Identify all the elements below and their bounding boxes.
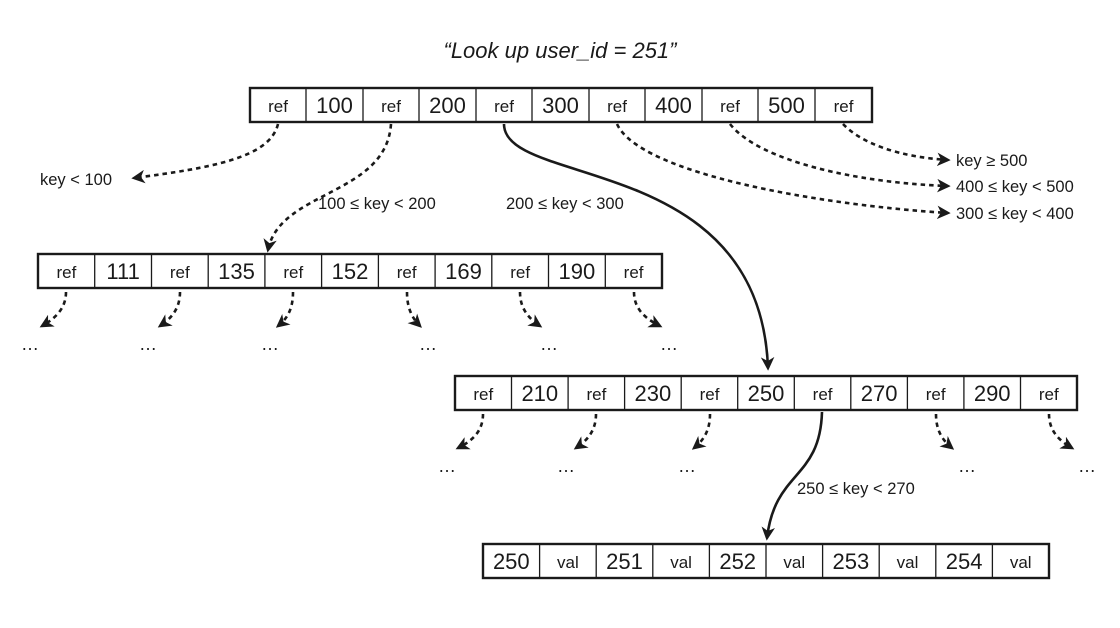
pointer-arrow-child xyxy=(405,291,422,328)
ellipsis-marker: … xyxy=(540,334,558,354)
pointer-arrow-child xyxy=(455,413,485,450)
node1-cell-key: 152 xyxy=(332,259,369,284)
node-200-300: ref 210 ref 230 ref 250 ref 270 ref 290 … xyxy=(453,374,1079,412)
root-cell-key: 500 xyxy=(768,93,805,118)
leaf-cell-key: 253 xyxy=(833,549,870,574)
range-key-ge-500: key ≥ 500 xyxy=(956,152,1027,170)
node2-cell-ref: ref xyxy=(1039,385,1059,404)
pointer-arrow-200-300-lookup xyxy=(502,123,775,371)
pointer-arrow-child xyxy=(39,291,68,328)
range-400-500: 400 ≤ key < 500 xyxy=(956,178,1074,196)
pointer-arrow-child xyxy=(1047,413,1075,450)
leaf-cell-key: 254 xyxy=(946,549,983,574)
ellipsis-marker: … xyxy=(958,456,976,476)
pointer-arrow-child xyxy=(632,291,663,328)
ellipsis-marker: … xyxy=(438,456,456,476)
root-cell-key: 400 xyxy=(655,93,692,118)
node-100-200: ref 111 ref 135 ref 152 ref 169 ref 190 … xyxy=(36,252,664,290)
node1-cell-key: 135 xyxy=(218,259,255,284)
node2-cell-ref: ref xyxy=(813,385,833,404)
leaf-250-270: 250 val 251 val 252 val 253 val 254 val xyxy=(481,542,1051,580)
node1-cell-ref: ref xyxy=(624,263,644,282)
range-100-200: 100 ≤ key < 200 xyxy=(318,195,436,213)
node2-cell-key: 290 xyxy=(974,381,1011,406)
node1-cell-ref: ref xyxy=(397,263,417,282)
leaf-cell-key: 252 xyxy=(719,549,756,574)
pointer-arrow-400-500 xyxy=(728,123,951,193)
node2-cell-key: 270 xyxy=(861,381,898,406)
ellipsis-marker: … xyxy=(1078,456,1096,476)
node1-cell-ref: ref xyxy=(283,263,303,282)
pointer-arrow-child xyxy=(518,291,543,328)
diagram-title: “Look up user_id = 251” xyxy=(444,38,679,63)
root-cell-ref: ref xyxy=(268,97,288,116)
pointer-arrow-child xyxy=(691,413,712,450)
leaf-cell-val: val xyxy=(1010,553,1032,572)
root-cell-key: 100 xyxy=(316,93,353,118)
pointer-arrow-child xyxy=(275,291,295,328)
node2-cell-key: 250 xyxy=(748,381,785,406)
node2-cell-key: 210 xyxy=(521,381,558,406)
node2-cell-ref: ref xyxy=(926,385,946,404)
node2-cell-key: 230 xyxy=(635,381,672,406)
pointer-arrow-child xyxy=(573,413,598,450)
pointer-arrow-300-400 xyxy=(615,123,951,220)
ellipsis-marker: … xyxy=(261,334,279,354)
pointer-arrow-100-200 xyxy=(263,123,393,253)
node1-cell-ref: ref xyxy=(170,263,190,282)
node2-cell-ref: ref xyxy=(700,385,720,404)
node1-cell-key: 111 xyxy=(106,259,139,284)
node2-cell-ref: ref xyxy=(473,385,493,404)
root-node: ref 100 ref 200 ref 300 ref 400 ref 500 … xyxy=(248,86,874,124)
root-cell-ref: ref xyxy=(381,97,401,116)
node1-cell-key: 169 xyxy=(445,259,482,284)
ellipsis-marker: … xyxy=(678,456,696,476)
pointer-arrow-key-lt-100 xyxy=(131,123,280,184)
ellipsis-marker: … xyxy=(139,334,157,354)
pointer-arrow-child xyxy=(157,291,182,328)
range-300-400: 300 ≤ key < 400 xyxy=(956,205,1074,223)
ellipsis-marker: … xyxy=(419,334,437,354)
node1-cell-ref: ref xyxy=(56,263,76,282)
ellipsis-marker: … xyxy=(660,334,678,354)
ellipsis-marker: … xyxy=(21,334,39,354)
range-200-300: 200 ≤ key < 300 xyxy=(506,195,624,213)
root-cell-key: 200 xyxy=(429,93,466,118)
pointer-arrow-250-270-lookup xyxy=(761,411,824,541)
pointer-arrow-child xyxy=(934,413,955,450)
node2-cell-ref: ref xyxy=(586,385,606,404)
pointer-arrow-key-ge-500 xyxy=(842,123,951,167)
root-cell-ref: ref xyxy=(494,97,514,116)
node1-cell-key: 190 xyxy=(559,259,596,284)
root-cell-ref: ref xyxy=(607,97,627,116)
node1-cell-ref: ref xyxy=(510,263,530,282)
root-cell-key: 300 xyxy=(542,93,579,118)
root-cell-ref: ref xyxy=(834,97,854,116)
leaf-cell-val: val xyxy=(783,553,805,572)
leaf-cell-val: val xyxy=(670,553,692,572)
root-cell-ref: ref xyxy=(720,97,740,116)
leaf-cell-val: val xyxy=(557,553,579,572)
leaf-cell-key: 251 xyxy=(606,549,643,574)
range-250-270: 250 ≤ key < 270 xyxy=(797,480,915,498)
leaf-cell-val: val xyxy=(897,553,919,572)
range-key-lt-100: key < 100 xyxy=(40,171,112,189)
leaf-cell-key: 250 xyxy=(493,549,530,574)
ellipsis-marker: … xyxy=(557,456,575,476)
